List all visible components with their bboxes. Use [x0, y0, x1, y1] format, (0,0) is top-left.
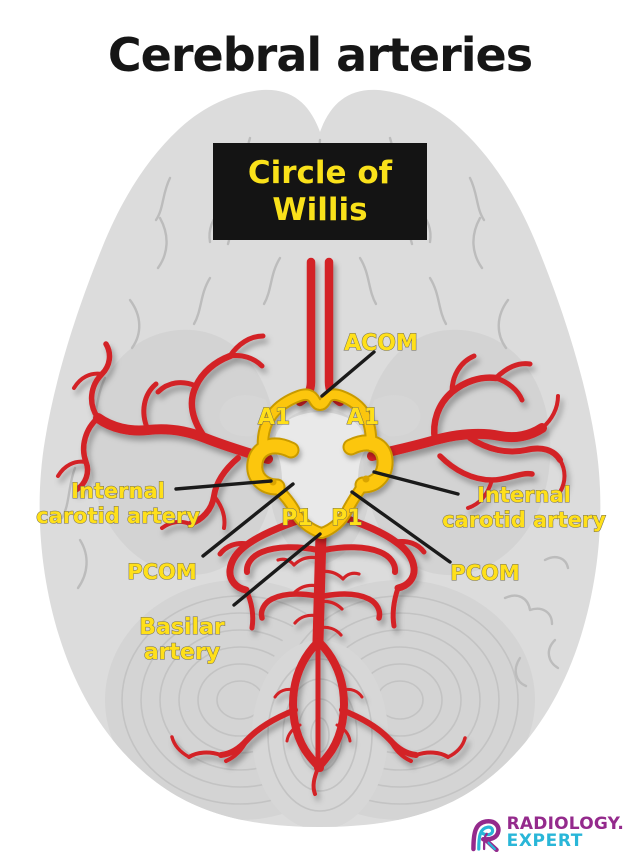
pcom-left-leader-line	[201, 482, 295, 558]
ica-left-leader-line	[174, 479, 273, 491]
label-ica-right-line2: carotid artery	[442, 508, 606, 532]
acom-and-a1-segments	[258, 390, 376, 451]
label-p1-left: P1	[281, 506, 312, 531]
left-pcom-p1-segment	[272, 483, 325, 537]
posterior-cerebral-arteries	[217, 513, 427, 631]
label-pcom-left: PCOM	[127, 560, 197, 584]
label-a1-right: A1	[347, 405, 379, 430]
label-basilar-line1: Basilar	[139, 615, 225, 640]
circle-of-willis-banner: Circle of Willis	[213, 143, 427, 240]
label-a1-left: A1	[258, 405, 290, 430]
page-title: Cerebral arteries	[107, 28, 533, 82]
radiology-expert-r-icon	[470, 819, 501, 852]
circle-of-willis	[246, 388, 394, 539]
right-middle-cerebral-artery	[367, 353, 567, 510]
left-internal-carotid-terminus	[248, 439, 298, 494]
brain-silhouette	[39, 89, 601, 828]
pcom-right-leader-line	[350, 490, 452, 564]
right-pcom-p1-segment	[318, 481, 367, 537]
logo-word-radiology: RADIOLOGY.	[506, 813, 624, 834]
label-ica-right-line1: Internal	[477, 483, 571, 507]
cerebellar-arteries	[243, 544, 399, 621]
banner-line2: Willis	[272, 191, 368, 228]
cerebral-arteries-red	[56, 257, 567, 796]
basilar-leader-line	[232, 532, 322, 607]
label-pcom-right: PCOM	[450, 561, 520, 585]
vertebral-arteries	[170, 638, 467, 796]
acom-leader-line	[320, 350, 376, 398]
label-ica-left-line2: carotid artery	[36, 504, 200, 528]
label-p1-right: P1	[331, 506, 362, 531]
ica-right-leader-line	[372, 470, 460, 496]
anatomy-labels: ACOM A1 A1 Internal carotid artery Inter…	[36, 331, 607, 666]
leader-lines	[174, 350, 460, 607]
label-basilar-line2: artery	[144, 640, 220, 665]
right-internal-carotid-terminus	[344, 436, 392, 492]
banner-line1: Circle of	[247, 154, 393, 191]
left-middle-cerebral-artery	[56, 333, 273, 530]
logo-word-expert: EXPERT	[506, 831, 583, 851]
radiology-expert-logo: RADIOLOGY. EXPERT	[469, 814, 624, 852]
label-ica-left-line1: Internal	[71, 479, 165, 503]
label-acom: ACOM	[344, 331, 418, 356]
